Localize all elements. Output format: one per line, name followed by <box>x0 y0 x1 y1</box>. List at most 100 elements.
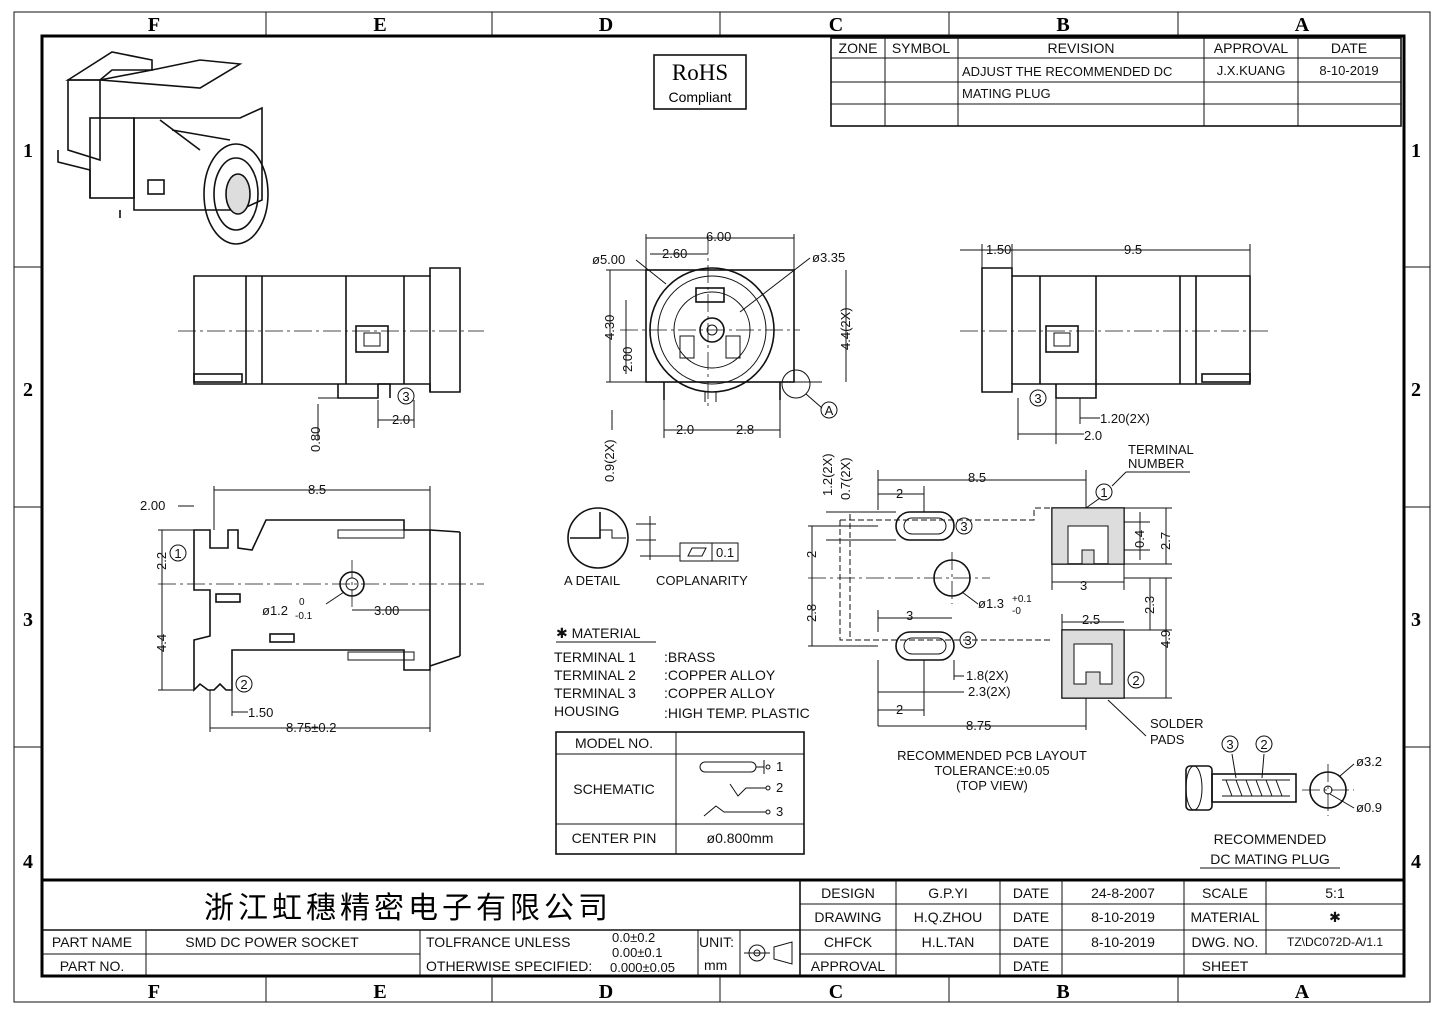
detail-a-callout: A <box>825 403 834 418</box>
approval-label: APPROVAL <box>811 958 886 974</box>
terminal-label-2: 2 <box>1132 673 1139 688</box>
dim-1-50: 1.50 <box>986 242 1011 257</box>
rev-header-revision: REVISION <box>1048 40 1115 56</box>
dim-8-75: 8.75 <box>966 718 991 733</box>
zone-label: D <box>599 14 613 36</box>
date-label: DATE <box>1013 885 1049 901</box>
dim-2-0: 2.0 <box>392 412 410 427</box>
solder-pads-line1: SOLDER <box>1150 716 1203 731</box>
solder-pads-line2: PADS <box>1150 732 1185 747</box>
dim-2: 2 <box>804 551 819 558</box>
plug-caption-1: RECOMMENDED <box>1214 831 1327 847</box>
terminal-label-2: 2 <box>240 677 247 692</box>
rev-date: 8-10-2019 <box>1319 63 1378 78</box>
zone-label: E <box>373 981 386 1003</box>
material-list: ✱ MATERIAL TERMINAL 1 :BRASS TERMINAL 2 … <box>554 625 810 721</box>
material-item: TERMINAL 3 <box>554 685 636 701</box>
dim-4-4-2x: 4.4(2X) <box>838 307 853 350</box>
dim-3: 3 <box>1080 578 1087 593</box>
sheet-label: SHEET <box>1202 958 1249 974</box>
pcb-caption-1: RECOMMENDED PCB LAYOUT <box>897 748 1087 763</box>
dim-2-7: 2.7 <box>1158 532 1173 550</box>
design-label: DESIGN <box>821 885 875 901</box>
pcb-caption-3: (TOP VIEW) <box>956 778 1028 793</box>
pcb-layout: 8.5 2 1.2(2X) 0.7(2X) 2 2.8 3 3 0.4 2.7 … <box>804 442 1203 793</box>
dim-2-5: 2.5 <box>1082 612 1100 627</box>
detail-a-label: A DETAIL <box>564 573 620 588</box>
plug-caption-2: DC MATING PLUG <box>1210 851 1330 867</box>
dim-2-8: 2.8 <box>736 422 754 437</box>
zone-label: B <box>1056 14 1069 36</box>
projection-symbol-icon <box>744 941 793 965</box>
material-value: :BRASS <box>664 649 715 665</box>
schematic-pin-1: 1 <box>776 759 783 774</box>
zone-label: 2 <box>23 379 33 401</box>
dim-2-60: 2.60 <box>662 246 687 261</box>
dim-dia-5-00: ø5.00 <box>592 252 625 267</box>
dim-dia-3-2: ø3.2 <box>1356 754 1382 769</box>
pcb-caption-2: TOLERANCE:±0.05 <box>934 763 1049 778</box>
mating-plug: 3 2 ø3.2 ø0.9 RECOMMENDED DC MATING PLUG <box>1185 735 1382 869</box>
dim-4-30: 4.30 <box>602 315 617 340</box>
rev-header-symbol: SYMBOL <box>892 40 951 56</box>
dim-8-75: 8.75±0.2 <box>286 720 337 735</box>
terminal-label-3: 3 <box>1034 391 1041 406</box>
iso-view <box>57 51 269 245</box>
side-view-right: 1.50 9.5 3 1.20(2X) 2.0 <box>960 242 1268 444</box>
rev-text-line2: MATING PLUG <box>962 86 1051 101</box>
dim-8-5: 8.5 <box>968 470 986 485</box>
schematic-label: SCHEMATIC <box>573 781 654 797</box>
dim-3-00: 3.00 <box>374 603 399 618</box>
dim-2-0: 2.0 <box>1084 428 1102 443</box>
center-pin-label: CENTER PIN <box>572 830 657 846</box>
dim-1-20-2x: 1.20(2X) <box>1100 411 1150 426</box>
scale-value: 5:1 <box>1325 885 1345 901</box>
dim-2: 2 <box>896 702 903 717</box>
terminal-label-3: 3 <box>402 389 409 404</box>
company-name: 浙江虹穗精密电子有限公司 <box>204 891 612 926</box>
dim-0-80: 0.80 <box>308 427 323 452</box>
zone-label: 4 <box>1411 851 1421 873</box>
check-label: CHFCK <box>824 934 873 950</box>
bottom-view: 8.5 2.00 2.2 4.4 1 2 ø1.2 0 -0.1 3.00 1.… <box>140 482 484 735</box>
drawing-label: DRAWING <box>814 909 881 925</box>
scale-label: SCALE <box>1202 885 1248 901</box>
zone-label: 2 <box>1411 379 1421 401</box>
drawing-value: H.Q.ZHOU <box>914 909 982 925</box>
schematic-pin-2: 2 <box>776 780 783 795</box>
zone-label: A <box>1295 981 1310 1003</box>
dim-2-0: 2.0 <box>676 422 694 437</box>
zone-label: F <box>148 981 160 1003</box>
zone-label: 3 <box>23 609 33 631</box>
dim-2-3: 2.3 <box>1142 596 1157 614</box>
unit-value: mm <box>704 957 727 973</box>
material-item: HOUSING <box>554 703 619 719</box>
model-table: MODEL NO. SCHEMATIC CENTER PIN ø0.800mm … <box>555 731 805 855</box>
dim-2: 2 <box>896 486 903 501</box>
rohs-title: RoHS <box>672 60 728 85</box>
dim-9-5: 9.5 <box>1124 242 1142 257</box>
zone-label: 1 <box>23 140 33 162</box>
dim-tol-bottom: -0 <box>1012 606 1021 617</box>
dim-1-2-2x: 1.2(2X) <box>820 453 835 496</box>
front-view: A 6.00 2.60 ø5.00 ø3.35 4.30 2.00 4.4(2X… <box>592 229 853 482</box>
part-name-value: SMD DC POWER SOCKET <box>185 934 359 950</box>
tolerance-label-1: TOLFRANCE UNLESS <box>426 934 570 950</box>
rev-header-approval: APPROVAL <box>1214 40 1289 56</box>
dim-2-00: 2.00 <box>620 347 635 372</box>
coplanarity-label: COPLANARITY <box>656 573 748 588</box>
zone-label: F <box>148 14 160 36</box>
model-no-label: MODEL NO. <box>575 735 653 751</box>
dwg-no-value: TZ\DC072D-A/1.1 <box>1287 935 1383 949</box>
dim-3: 3 <box>906 608 913 623</box>
date-label: DATE <box>1013 958 1049 974</box>
dim-2-2: 2.2 <box>154 552 169 570</box>
dim-dia-1-3: ø1.3 <box>978 596 1004 611</box>
tolerance-label-2: OTHERWISE SPECIFIED: <box>426 958 592 974</box>
zone-label: 4 <box>23 851 33 873</box>
check-value: H.L.TAN <box>922 934 975 950</box>
terminal-number-line1: TERMINAL <box>1128 442 1194 457</box>
date-label: DATE <box>1013 934 1049 950</box>
dim-0-9-2x: 0.9(2X) <box>602 439 617 482</box>
rev-header-zone: ZONE <box>839 40 878 56</box>
